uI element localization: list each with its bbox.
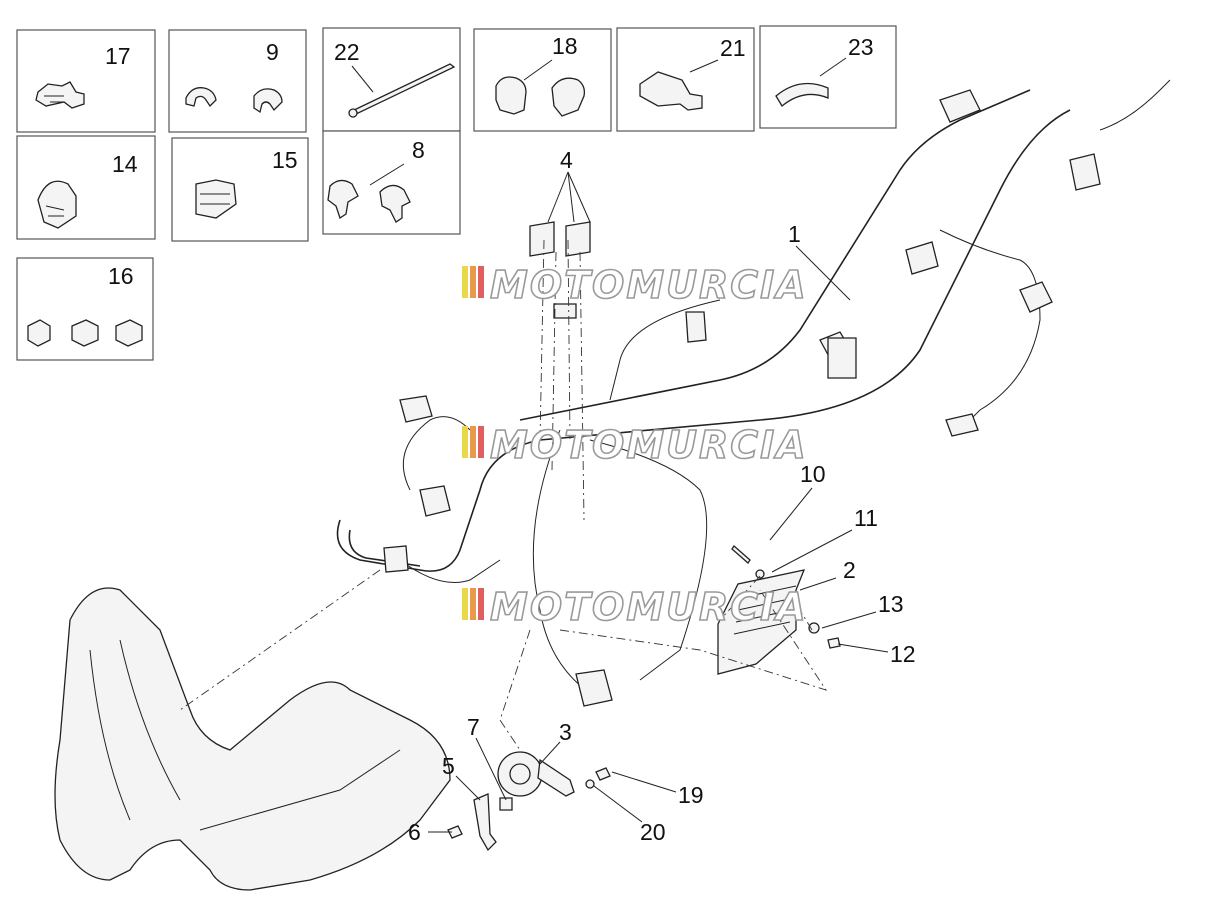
watermark-text: MOTOMURCIA [490,585,808,629]
inset-box-22: 22 [322,27,461,132]
callout-14: 14 [112,151,138,177]
callout-12: 12 [890,641,916,667]
callout-9: 9 [266,39,279,65]
leader-lines [428,171,889,833]
callout-19: 19 [678,782,704,808]
inset-box-17: 17 [16,29,156,133]
callout-4: 4 [560,147,573,173]
callouts: 1 2 3 4 5 6 7 10 11 12 13 19 20 [408,147,916,845]
inset-box-8: 8 [322,130,461,235]
callout-17: 17 [105,43,131,69]
callout-18: 18 [552,33,578,59]
callout-21: 21 [720,35,746,61]
callout-23: 23 [848,34,874,60]
callout-20: 20 [640,819,666,845]
callout-8: 8 [412,137,425,163]
relays [529,221,591,319]
inset-box-14: 14 [16,135,156,240]
inset-box-15: 15 [171,137,309,242]
callout-15: 15 [272,147,298,173]
voltage-regulator [717,569,806,675]
callout-13: 13 [878,591,904,617]
callout-16: 16 [108,263,134,289]
watermark-top: MOTOMURCIA [462,262,808,308]
callout-3: 3 [559,719,572,745]
inset-box-9: 9 [168,29,307,133]
callout-11: 11 [854,505,878,531]
watermark-text: MOTOMURCIA [490,263,808,307]
callout-1: 1 [788,221,801,247]
callout-5: 5 [442,753,455,779]
hardware [731,545,841,649]
horn [497,751,575,797]
callout-2: 2 [843,557,856,583]
inset-box-23: 23 [759,25,897,129]
headlight-assembly [54,587,451,891]
watermark-text: MOTOMURCIA [490,423,808,467]
watermark-middle: MOTOMURCIA [462,422,808,468]
callout-22: 22 [334,39,360,65]
watermark-bottom: MOTOMURCIA [462,584,808,630]
callout-7: 7 [467,714,480,740]
inset-box-16: 16 [16,257,154,361]
horn-brackets [447,767,611,852]
assembly-lines [179,239,828,751]
inset-box-18: 18 [473,28,612,132]
wiring-harness [336,79,1171,707]
inset-box-21: 21 [616,27,755,132]
callout-6: 6 [408,819,421,845]
callout-10: 10 [800,461,826,487]
